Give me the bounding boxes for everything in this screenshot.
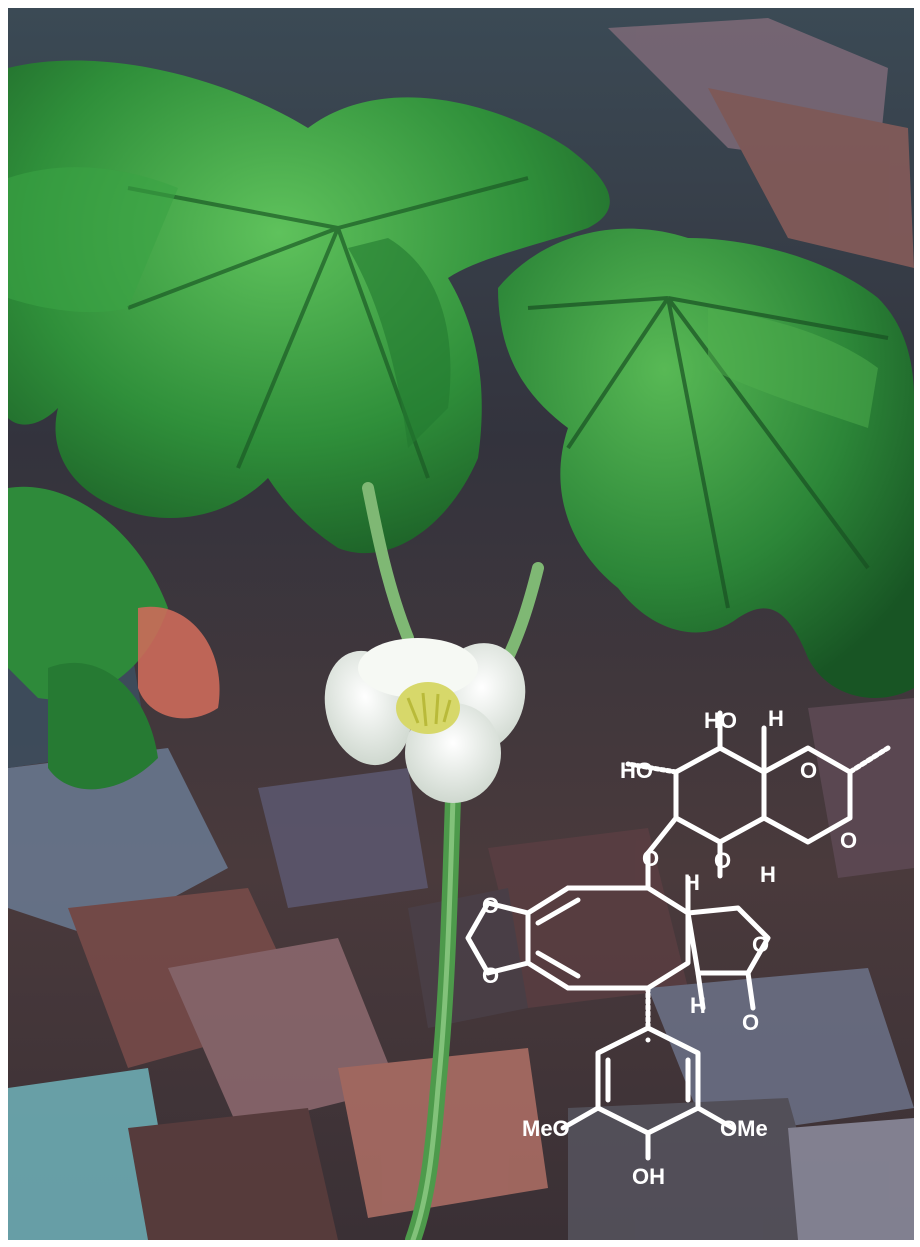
benzo-ring bbox=[525, 885, 571, 991]
label-h-bridge-bottom: H bbox=[690, 993, 706, 1018]
lower-left-leaves bbox=[8, 486, 220, 790]
label-h-top-right: H bbox=[768, 706, 784, 731]
central-ring bbox=[565, 885, 691, 991]
label-ho-top: HO bbox=[704, 708, 737, 733]
label-oh: OH bbox=[632, 1164, 665, 1189]
photo-frame: HO HO H O O O H O H O O O H O MeO OMe OH bbox=[8, 8, 914, 1240]
label-o-ring-right: O bbox=[840, 828, 857, 853]
label-o-carbonyl: O bbox=[742, 1010, 759, 1035]
mayapple-photo: HO HO H O O O H O H O O O H O MeO OMe OH bbox=[8, 8, 914, 1240]
label-o-dioxole-top: O bbox=[482, 893, 499, 918]
label-meo: MeO bbox=[522, 1116, 570, 1141]
label-h-bridge-top: H bbox=[684, 870, 700, 895]
label-o-ring-top: O bbox=[800, 758, 817, 783]
lactone-ring bbox=[685, 905, 771, 976]
label-o-dioxole-bottom: O bbox=[482, 963, 499, 988]
right-umbrella-leaf bbox=[498, 228, 914, 698]
label-o-pyran: O bbox=[714, 848, 731, 873]
white-flower bbox=[324, 638, 526, 803]
label-o-lactone: O bbox=[752, 932, 769, 957]
chemical-structure bbox=[465, 710, 891, 1161]
label-ome: OMe bbox=[720, 1116, 768, 1141]
label-o-glycoside: O bbox=[642, 846, 659, 871]
label-ho-left: HO bbox=[620, 758, 653, 783]
dry-leaves-litter bbox=[8, 18, 914, 1240]
structure-labels: HO HO H O O O H O H O O O H O MeO OMe OH bbox=[482, 706, 857, 1189]
label-h-bottom-right: H bbox=[760, 862, 776, 887]
left-umbrella-leaf bbox=[8, 60, 610, 554]
dioxane-ring bbox=[761, 745, 853, 845]
